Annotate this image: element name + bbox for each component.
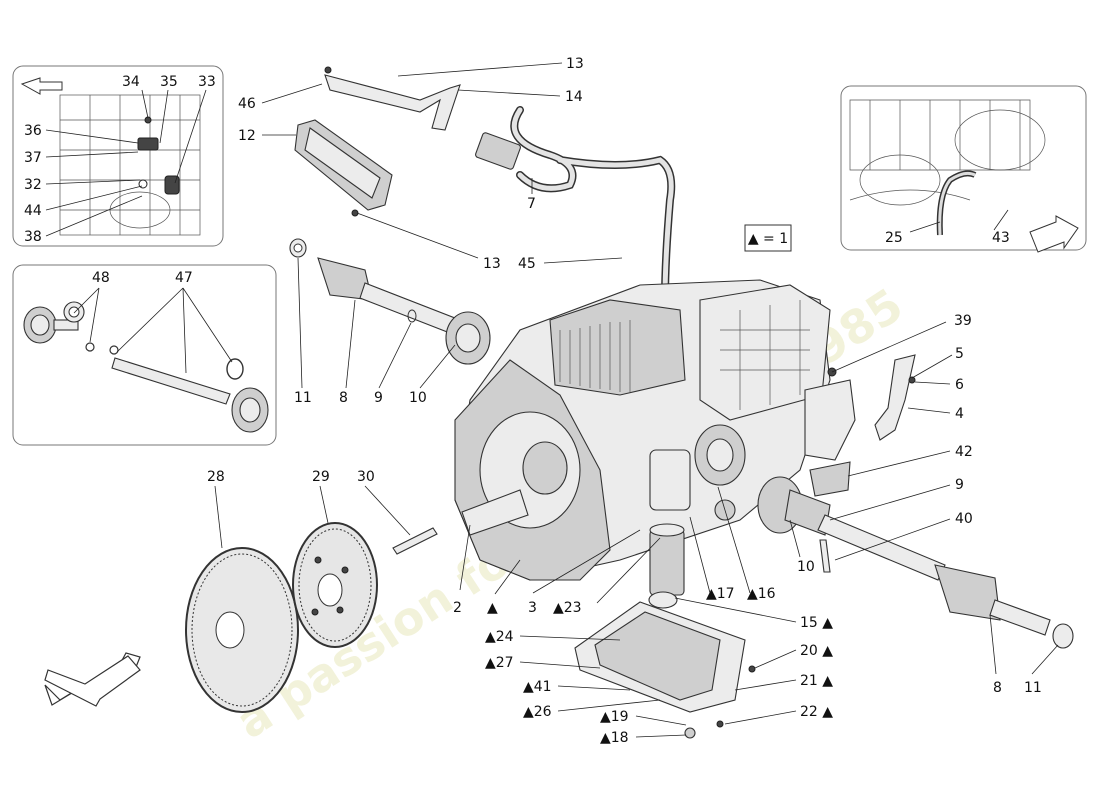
callout-label: 10 [409,390,427,406]
callout-label: ▲16 [747,586,776,602]
callout-labels: 13 14 46 12 7 13 45 11 8 9 10 48 47 34 3… [24,56,1042,746]
callout-label: ▲ [487,600,498,616]
flywheel-28 [185,547,299,713]
control-unit-12 [294,119,393,217]
callout-label: 11 [294,390,312,406]
direction-arrow-icon [20,77,63,95]
callout-label: 13 [566,56,584,72]
callout-label: 8 [993,680,1002,696]
callout-label: 15 ▲ [800,615,833,631]
callout-label: 42 [955,444,973,460]
callout-label: 45 [518,256,536,272]
callout-label: 9 [374,390,383,406]
callout-label: ▲23 [553,600,582,616]
callout-label: 35 [160,74,178,90]
callout-label: 38 [24,229,42,245]
callout-label: 8 [339,390,348,406]
oil-pan [574,591,756,739]
bracket-14 [324,66,461,131]
callout-label: 29 [312,469,330,485]
driveshaft-right [757,476,1074,649]
direction-arrow-icon [44,655,141,707]
callout-label: 21 ▲ [800,673,833,689]
callout-label: 11 [1024,680,1042,696]
leader-lines [45,62,1059,738]
callout-label: 9 [955,477,964,493]
callout-label: 46 [238,96,256,112]
callout-label: 4 [955,406,964,422]
callout-label: 14 [565,89,583,105]
callout-label: 33 [198,74,216,90]
callout-label: 13 [483,256,501,272]
callout-label: 30 [357,469,375,485]
direction-arrow-icon [1029,215,1079,253]
callout-label: 39 [954,313,972,329]
callout-label: 25 [885,230,903,246]
callout-label: 7 [527,196,536,212]
callout-label: 20 ▲ [800,643,833,659]
callout-label: 34 [122,74,140,90]
callout-label: 32 [24,177,42,193]
callout-label: ▲41 [523,679,552,695]
inset-top-right [840,85,1087,253]
callout-label: 10 [797,559,815,575]
callout-label: 47 [175,270,193,286]
callout-label: 6 [955,377,964,393]
axle-shaft-47 [111,357,269,433]
callout-label: 3 [528,600,537,616]
flange-48 [23,301,85,344]
callout-label: 40 [955,511,973,527]
inset-axle-shaft [12,264,277,446]
callout-label: ▲19 [600,709,629,725]
callout-label: 22 ▲ [800,704,833,720]
flywheel-29 [292,522,378,648]
callout-label: 12 [238,128,256,144]
callout-label: 43 [992,230,1010,246]
bolt-30 [392,527,438,555]
callout-label: ▲17 [706,586,735,602]
callout-label: 37 [24,150,42,166]
callout-label: ▲18 [600,730,629,746]
callout-label: 5 [955,346,964,362]
callout-label: 44 [24,203,42,219]
callout-label: ▲24 [485,629,514,645]
callout-label: 2 [453,600,462,616]
callout-label: ▲26 [523,704,552,720]
inset-top-left [12,65,224,247]
callout-label: 28 [207,469,225,485]
callout-label: 48 [92,270,110,286]
legend: ▲ = 1 [744,224,792,252]
gearbox-mount [804,354,916,497]
gearbox-housing [454,279,831,596]
callout-label: 36 [24,123,42,139]
legend-text: ▲ = 1 [748,231,788,247]
driveshaft-left [289,238,491,365]
callout-label: ▲27 [485,655,514,671]
